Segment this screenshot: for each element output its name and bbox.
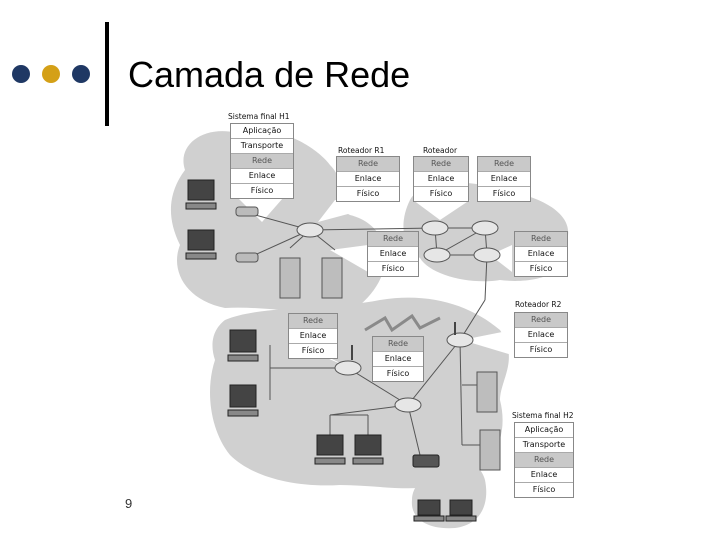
stack-layer-physical: Físico [478,186,530,201]
stack-layer-network: Rede [515,452,573,467]
stack-layer-physical: Físico [414,186,468,201]
callout-r2 [462,330,512,355]
stack-layer-physical: Físico [515,261,567,276]
stack-layer-link: Enlace [373,351,423,366]
server-icon [479,429,501,471]
router-icon [473,247,501,263]
router-icon [334,360,362,376]
router-icon [471,220,499,236]
wireless-link-icon [364,313,441,333]
server-icons [279,257,501,471]
laptop-icon [417,499,441,516]
laptop-base-icon [445,515,477,522]
stack-layer-network: Rede [337,157,399,171]
desktop-keyboard-icon [314,457,346,465]
r1-caption: Roteador R1 [338,146,385,155]
r1-protocol-stack: Rede Enlace Físico [336,156,400,202]
router-icon [423,247,451,263]
bullet-dot-1 [12,65,30,83]
desktop-computer-icon [316,434,344,456]
router-2-protocol-stack: Rede Enlace Físico [477,156,531,202]
callout-right [490,245,512,272]
stack-layer-network: Rede [515,313,567,327]
router-protocol-stack: Rede Enlace Físico [413,156,469,202]
stack-layer-link: Enlace [414,171,468,186]
desktop-computer-icons [185,179,384,465]
modem-icon [235,252,259,263]
stack-layer-physical: Físico [231,183,293,198]
right-protocol-stack: Rede Enlace Físico [514,231,568,277]
laptop-icons [413,499,477,522]
stack-layer-physical: Físico [373,366,423,381]
bullet-dot-3 [72,65,90,83]
stack-layer-transport: Transporte [515,437,573,452]
stack-layer-link: Enlace [515,246,567,261]
stack-layer-network: Rede [289,314,337,328]
callout-r1 [318,200,400,222]
modem-icon [235,206,259,217]
server-icon [321,257,343,299]
desktop-computer-icon [354,434,382,456]
stack-layer-physical: Físico [515,342,567,357]
desktop-keyboard-icon [352,457,384,465]
stack-layer-link: Enlace [368,246,418,261]
server-icon [279,257,301,299]
h1-caption: Sistema final H1 [228,112,290,121]
page-number: 9 [125,496,133,511]
stack-layer-link: Enlace [289,328,337,343]
desktop-computer-icon [187,229,215,251]
router-r2-icon [446,332,474,348]
desktop-computer-icon [187,179,215,201]
stack-layer-network: Rede [231,153,293,168]
stack-layer-link: Enlace [515,327,567,342]
stack-layer-physical: Físico [337,186,399,201]
center-protocol-stack: Rede Enlace Físico [372,336,424,382]
stack-layer-transport: Transporte [231,138,293,153]
stack-layer-network: Rede [368,232,418,246]
r2-caption: Roteador R2 [515,300,562,309]
desktop-keyboard-icon [185,202,217,210]
laptop-icon [449,499,473,516]
mid-protocol-stack: Rede Enlace Físico [367,231,419,277]
desktop-computer-icon [229,329,257,353]
desktop-keyboard-icon [227,409,259,417]
desktop-keyboard-icon [185,252,217,260]
callout-router [413,200,470,220]
r2-protocol-stack: Rede Enlace Físico [514,312,568,358]
stack-layer-physical: Físico [368,261,418,276]
stack-layer-link: Enlace [231,168,293,183]
stack-layer-physical: Físico [515,482,573,497]
bullet-dot-2 [42,65,60,83]
router-caption: Roteador [423,146,458,155]
router-r1-icon [296,222,324,238]
desktop-computer-icon [229,384,257,408]
stack-layer-application: Aplicação [242,126,282,135]
server-icon [476,371,498,413]
h2-caption: Sistema final H2 [512,411,574,420]
slide-title: Camada de Rede [128,54,411,95]
network-cloud-lan [210,297,509,489]
callout-mid [330,245,368,272]
laptop-base-icon [413,515,445,522]
h1-protocol-stack: Aplicação Transporte Rede Enlace Físico [230,123,294,199]
router-icon [421,220,449,236]
stack-layer-link: Enlace [337,171,399,186]
stack-layer-link: Enlace [478,171,530,186]
stack-layer-network: Rede [478,157,530,171]
title-divider [105,22,109,126]
stack-layer-link: Enlace [515,467,573,482]
stack-layer-network: Rede [373,337,423,351]
stack-layer-network: Rede [414,157,468,171]
router-icons [296,220,501,413]
desktop-keyboard-icon [227,354,259,362]
h2-protocol-stack: Aplicação Transporte Rede Enlace Físico [514,422,574,498]
stack-layer-physical: Físico [289,343,337,358]
stack-layer-network: Rede [515,232,567,246]
stack-layer-application: Aplicação [524,425,564,434]
left-protocol-stack: Rede Enlace Físico [288,313,338,359]
router-icon [394,397,422,413]
wireless-base-station-icon [412,454,440,468]
